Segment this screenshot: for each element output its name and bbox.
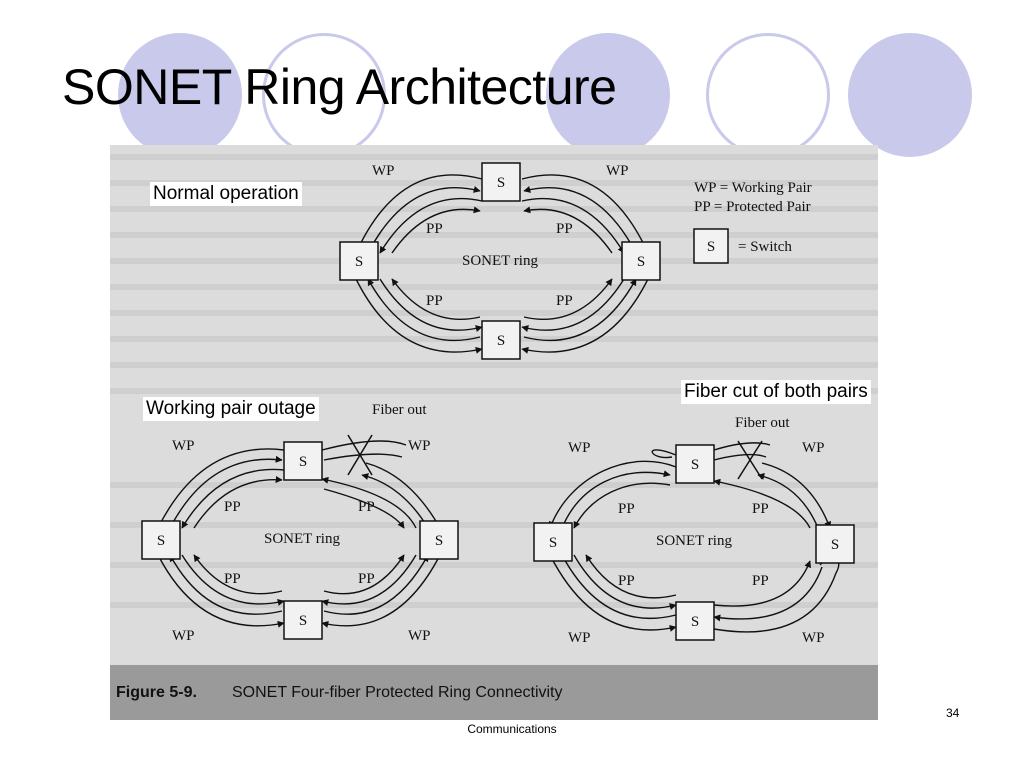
switch-node [621,241,661,281]
annotation-working-pair-outage: Working pair outage [143,397,319,421]
ring-label: SONET ring [462,253,538,269]
pp-label: PP [618,501,635,517]
legend-wp: WP = Working Pair [694,180,812,196]
pp-label: PP [556,293,573,309]
ring-both-cut-nodes [533,444,855,641]
switch-node [533,522,573,562]
caption-text: SONET Four-fiber Protected Ring Connecti… [232,684,563,701]
ring-both-cut-labels: S S S S SONET ring Fiber out WP WP PP PP… [549,415,839,646]
slide-title: SONET Ring Architecture [62,59,617,115]
wp-label: WP [568,630,591,646]
decor-circle-1 [118,33,242,157]
switch-label: S [157,533,165,549]
switch-node [675,601,715,641]
ring-wp-outage-nodes [141,441,459,640]
switch-label: S [549,535,557,551]
pp-label: PP [556,221,573,237]
ring-label: SONET ring [656,533,732,549]
decor-circle-4 [706,33,830,157]
pp-label: PP [426,221,443,237]
decor-circle-2 [262,33,386,157]
switch-label: S [299,454,307,470]
switch-node [675,444,715,484]
pp-label: PP [618,573,635,589]
pp-label: PP [224,571,241,587]
wp-label: WP [172,628,195,644]
switch-node [815,524,855,564]
ring-wp-outage-labels: S S S S SONET ring Fiber out WP WP PP PP… [157,402,443,644]
switch-label: S [637,254,645,270]
annotation-normal-operation: Normal operation [150,182,302,206]
switch-label: S [831,537,839,553]
figure-sonet-ring: S S S S SONET ring WP WP PP PP PP PP WP … [110,145,878,720]
legend-switch-box [693,228,729,264]
switch-label: S [355,254,363,270]
slide-footer: Communications [467,722,557,736]
pp-label: PP [358,571,375,587]
ring-normal-arcs [355,174,649,354]
pp-label: PP [752,501,769,517]
legend-pp: PP = Protected Pair [694,199,811,215]
caption-bar [110,665,878,720]
annotation-fiber-cut-both: Fiber cut of both pairs [681,380,871,404]
fiber-out-label: Fiber out [735,415,790,431]
pp-label: PP [224,499,241,515]
wp-label: WP [606,163,629,179]
wp-label: WP [802,440,825,456]
switch-label: S [299,613,307,629]
ring-normal-labels: S S S S SONET ring WP WP PP PP PP PP [355,163,645,349]
wp-label: WP [408,628,431,644]
legend: WP = Working Pair PP = Protected Pair S … [693,180,812,264]
pp-label: PP [426,293,443,309]
fiber-cut-x [347,434,373,476]
background-text-lines [110,154,878,608]
switch-node [481,320,521,360]
fiber-out-label: Fiber out [372,402,427,418]
switch-node [481,162,521,202]
switch-node [339,241,379,281]
switch-label: S [497,333,505,349]
figure-svg: S S S S SONET ring WP WP PP PP PP PP WP … [110,154,878,720]
wp-label: WP [408,438,431,454]
switch-label: S [691,614,699,630]
caption-number: Figure 5-9. [116,684,197,701]
fiber-cut-x [737,440,763,480]
legend-switch-symbol: S [707,239,715,255]
decor-circle-5 [848,33,972,157]
switch-node [419,520,459,560]
wp-label: WP [372,163,395,179]
switch-label: S [691,457,699,473]
wp-label: WP [172,438,195,454]
ring-both-cut-arcs [548,442,840,633]
slide-number: 34 [946,706,960,720]
wp-label: WP [802,630,825,646]
ring-label: SONET ring [264,531,340,547]
ring-normal-nodes [339,162,661,360]
legend-switch: = Switch [738,239,792,255]
switch-node [141,520,181,560]
switch-node [283,441,323,481]
ring-wp-outage-arcs [157,440,441,628]
wp-label: WP [568,440,591,456]
pp-label: PP [358,499,375,515]
switch-node [283,600,323,640]
decor-circle-3 [546,33,670,157]
pp-label: PP [752,573,769,589]
switch-label: S [435,533,443,549]
switch-label: S [497,175,505,191]
